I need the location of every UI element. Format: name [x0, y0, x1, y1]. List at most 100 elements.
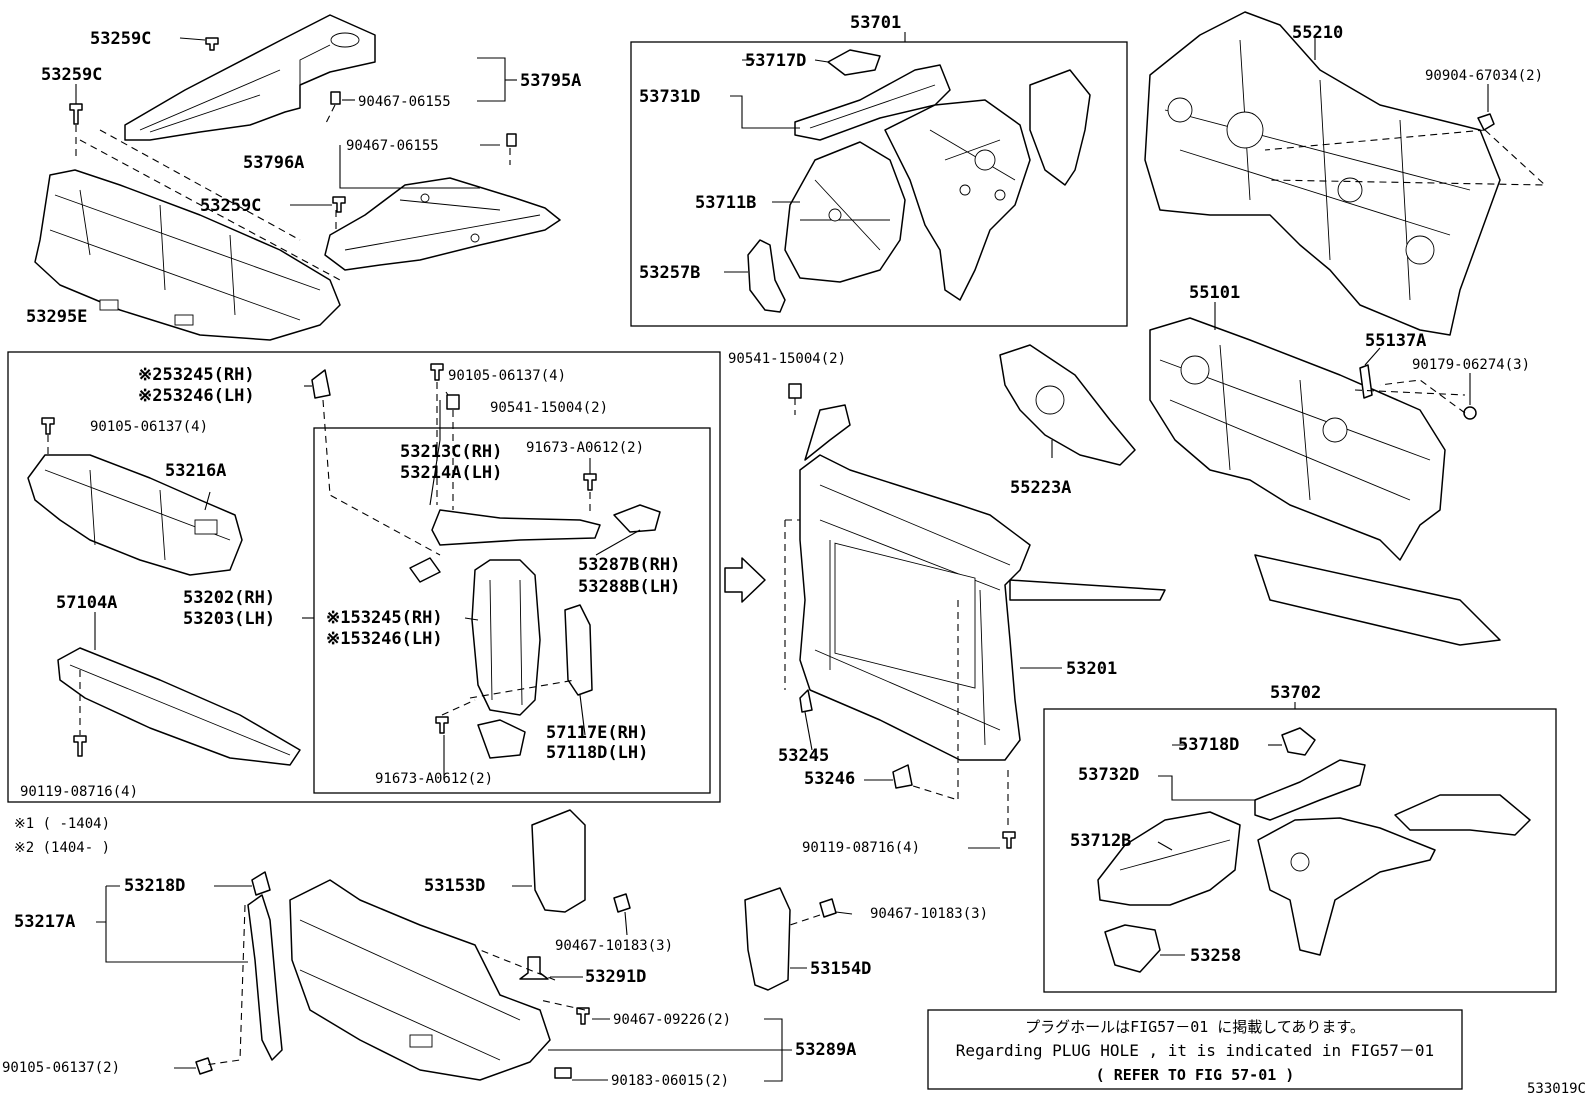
part-53245	[799, 689, 813, 713]
label-53718D: 53718D	[1178, 735, 1239, 755]
label-57118D-lh: 57118D(LH)	[546, 743, 648, 763]
label-53732D: 53732D	[1078, 765, 1139, 785]
nut-90541-15004-b	[446, 394, 460, 410]
part-labels: 53259C 53259C 53259C 53795A 90467-06155 …	[2, 13, 1543, 1089]
label-90105-06137-a: 90105-06137(4)	[448, 368, 566, 384]
label-53153D: 53153D	[424, 876, 485, 896]
label-53702: 53702	[1270, 683, 1321, 703]
legend-m1: ※1 ( -1404)	[14, 816, 110, 832]
screw-90467-10183-a	[613, 893, 631, 913]
part-53154D	[744, 887, 791, 991]
label-53218D: 53218D	[124, 876, 185, 896]
plug-hole-note: プラグホールはFIG57－01 に掲載してあります。 Regarding PLU…	[956, 1018, 1434, 1084]
nut-90179-06274	[1463, 406, 1477, 420]
part-drawings	[27, 11, 1531, 1081]
label-53259C-c: 53259C	[200, 196, 261, 216]
part-53201-upper-bracket	[804, 404, 851, 461]
label-53289A: 53289A	[795, 1040, 856, 1060]
part-lower-bracket	[477, 719, 526, 759]
label-55137A: 55137A	[1365, 331, 1426, 351]
part-53701-apron	[884, 99, 1031, 301]
note-box	[927, 1009, 1463, 1090]
nut-90541-15004-a	[788, 383, 802, 399]
part-53202	[471, 559, 541, 716]
label-53731D: 53731D	[639, 87, 700, 107]
label-90904-67034: 90904-67034(2)	[1425, 68, 1543, 84]
label-53259C-a: 53259C	[90, 29, 151, 49]
part-53795A	[124, 14, 376, 141]
part-53216A	[27, 454, 243, 576]
group-frames	[7, 41, 1557, 1090]
label-55210: 55210	[1292, 23, 1343, 43]
group-box-inner	[313, 427, 711, 794]
label-90467-10183-b: 90467-10183(3)	[870, 906, 988, 922]
label-53246-lh-m1: ※153246(LH)	[326, 629, 443, 649]
part-53731D	[794, 64, 951, 141]
part-55101	[1149, 317, 1501, 646]
label-53246-lh-m2: ※253246(LH)	[138, 386, 255, 406]
part-53257B	[747, 239, 786, 313]
leader-lines	[75, 32, 1489, 1082]
part-53246	[892, 764, 913, 789]
label-90541-15004-a: 90541-15004(2)	[728, 351, 846, 367]
label-53259C-b: 53259C	[41, 65, 102, 85]
part-53796A	[324, 177, 561, 271]
label-55223A: 55223A	[1010, 478, 1071, 498]
label-90467-06155-b: 90467-06155	[346, 138, 439, 154]
label-53295E: 53295E	[26, 307, 87, 327]
label-57117E-rh: 57117E(RH)	[546, 723, 648, 743]
part-53711B	[784, 141, 906, 283]
label-53201: 53201	[1066, 659, 1117, 679]
part-53712B	[1097, 811, 1241, 906]
group-box-radiator-support	[7, 351, 721, 803]
diagram-id: 533019C	[1527, 1081, 1586, 1097]
label-90541-15004-b: 90541-15004(2)	[490, 400, 608, 416]
clip-53259C-b	[69, 103, 83, 125]
label-90105-06137-b: 90105-06137(4)	[90, 419, 208, 435]
part-53732D	[1254, 759, 1366, 821]
bolt-91673-b	[435, 716, 449, 734]
clip-53291D	[519, 956, 549, 980]
label-90467-10183-a: 90467-10183(3)	[555, 938, 673, 954]
label-53214A-lh: 53214A(LH)	[400, 463, 502, 483]
part-53701-bracket	[1029, 69, 1091, 186]
part-53702-rear	[1394, 794, 1531, 836]
label-53245-rh-m1: ※153245(RH)	[326, 608, 443, 628]
label-53288B-lh: 53288B(LH)	[578, 577, 680, 597]
note-reference: ( REFER TO FIG 57-01 )	[1096, 1066, 1295, 1084]
group-box-53702	[1043, 708, 1557, 993]
label-55101: 55101	[1189, 283, 1240, 303]
label-53154D: 53154D	[810, 959, 871, 979]
part-53201	[799, 454, 1166, 761]
note-english: Regarding PLUG HOLE , it is indicated in…	[956, 1041, 1434, 1060]
part-57104A	[57, 647, 301, 766]
label-53796A: 53796A	[243, 153, 304, 173]
part-53287B	[613, 504, 661, 533]
bolt-90119-b	[1002, 831, 1016, 849]
part-55210	[1144, 11, 1501, 336]
part-55137A	[1359, 364, 1373, 399]
part-53702-apron	[1257, 817, 1436, 956]
part-53245-inner	[409, 557, 441, 583]
part-53258	[1104, 924, 1161, 973]
dashed-guides	[47, 104, 1547, 1066]
label-53712B: 53712B	[1070, 831, 1131, 851]
part-53245-upper	[311, 369, 331, 399]
part-53717D	[827, 49, 881, 76]
assembly-arrow-icon	[724, 557, 766, 603]
label-90105-06137-2: 90105-06137(2)	[2, 1060, 120, 1076]
group-box-53701	[630, 41, 1128, 327]
screw-90467-06155-a	[330, 91, 341, 105]
label-53245-rh-m2: ※253245(RH)	[138, 365, 255, 385]
part-53153D	[531, 809, 586, 913]
label-53287B-rh: 53287B(RH)	[578, 555, 680, 575]
label-53217A: 53217A	[14, 912, 75, 932]
label-53257B: 53257B	[639, 263, 700, 283]
legend-m2: ※2 (1404- )	[14, 840, 110, 856]
clip-53259C-c	[332, 196, 346, 213]
label-53258: 53258	[1190, 946, 1241, 966]
screw-90467-06155-b	[506, 133, 517, 147]
note-japanese: プラグホールはFIG57－01 に掲載してあります。	[1025, 1018, 1365, 1036]
label-53216A: 53216A	[165, 461, 226, 481]
